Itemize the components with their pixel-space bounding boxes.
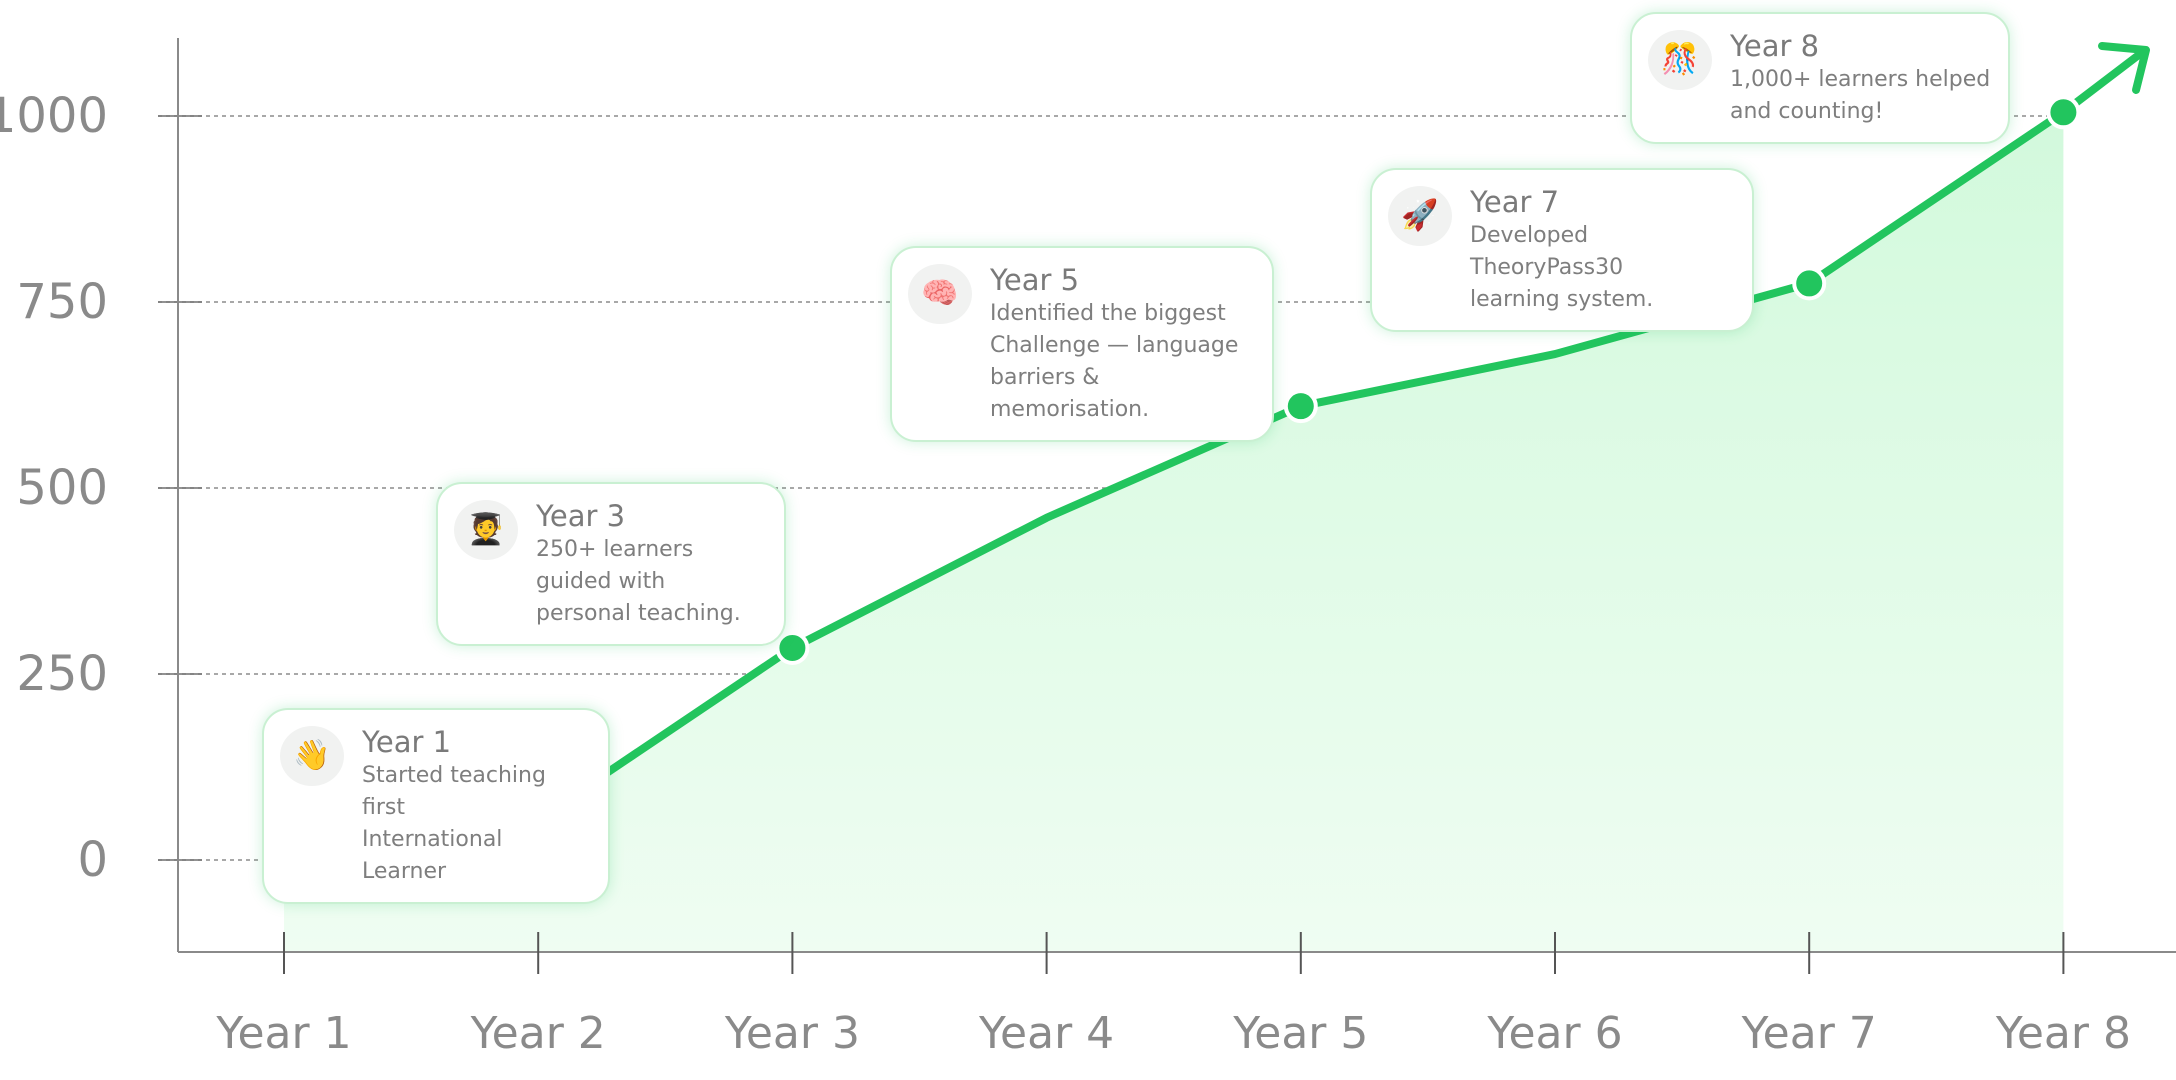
brain-icon: 🧠: [908, 264, 972, 324]
milestone-callout-body: Year 5 Identified the biggest Challenge —…: [990, 262, 1256, 426]
milestone-callout-body: Year 7 Developed TheoryPass30 learning sy…: [1470, 184, 1736, 316]
rocket-icon: 🚀: [1388, 186, 1452, 246]
y-tick-label: 500: [16, 460, 108, 516]
y-tick-label: 0: [77, 832, 108, 888]
milestone-callout: 🚀 Year 7 Developed TheoryPass30 learning s…: [1370, 168, 1754, 332]
x-tick-label: Year 5: [1232, 1008, 1368, 1059]
milestone-title: Year 1: [362, 725, 452, 759]
axes: [158, 38, 2176, 974]
x-tick-label: Year 6: [1486, 1008, 1622, 1059]
y-tick-label: 750: [16, 274, 108, 330]
milestone-callout: 🧑‍🎓 Year 3 250+ learners guided with perso…: [436, 482, 786, 646]
milestone-description: Started teaching first International Lea…: [362, 763, 546, 884]
milestone-point: [775, 630, 810, 665]
milestone-title: Year 5: [990, 263, 1080, 297]
party-popper-icon: 🎊: [1648, 30, 1712, 90]
area-fill-path: [284, 112, 2064, 952]
milestone-description: 250+ learners guided with personal teach…: [536, 537, 741, 626]
milestone-callout-body: Year 3 250+ learners guided with personal…: [536, 498, 741, 630]
milestone-description: Developed TheoryPass30 learning system.: [1470, 223, 1654, 312]
milestone-callout-body: Year 8 1,000+ learners helped and countin…: [1730, 28, 1990, 128]
milestone-title: Year 7: [1470, 185, 1560, 219]
milestone-callout: 👋 Year 1 Started teaching first Internatio…: [262, 708, 610, 904]
milestone-point: [2046, 95, 2081, 130]
milestone-callout: 🎊 Year 8 1,000+ learners helped and counti…: [1630, 12, 2010, 144]
milestone-point: [1283, 389, 1318, 424]
area-fill: [284, 112, 2064, 952]
milestone-title: Year 8: [1730, 29, 1820, 63]
milestone-callout-body: Year 1 Started teaching first Internation…: [362, 724, 592, 888]
x-tick-label: Year 8: [1995, 1008, 2131, 1059]
graduate-icon: 🧑‍🎓: [454, 500, 518, 560]
milestone-title: Year 3: [536, 499, 626, 533]
x-tick-label: Year 2: [470, 1008, 606, 1059]
y-tick-label: 1000: [0, 88, 108, 144]
x-tick-label: Year 1: [215, 1008, 351, 1059]
x-tick-label: Year 7: [1741, 1008, 1877, 1059]
x-tick-label: Year 3: [724, 1008, 860, 1059]
milestone-description: 1,000+ learners helped and counting!: [1730, 67, 1991, 124]
y-tick-label: 250: [16, 646, 108, 702]
milestone-description: Identified the biggest Challenge — langu…: [990, 301, 1239, 422]
milestone-point: [1792, 266, 1827, 301]
trend-arrow-head: [2098, 42, 2150, 94]
milestone-callout: 🧠 Year 5 Identified the biggest Challenge …: [890, 246, 1274, 442]
waving-hand-icon: 👋: [280, 726, 344, 786]
x-tick-label: Year 4: [978, 1008, 1114, 1059]
